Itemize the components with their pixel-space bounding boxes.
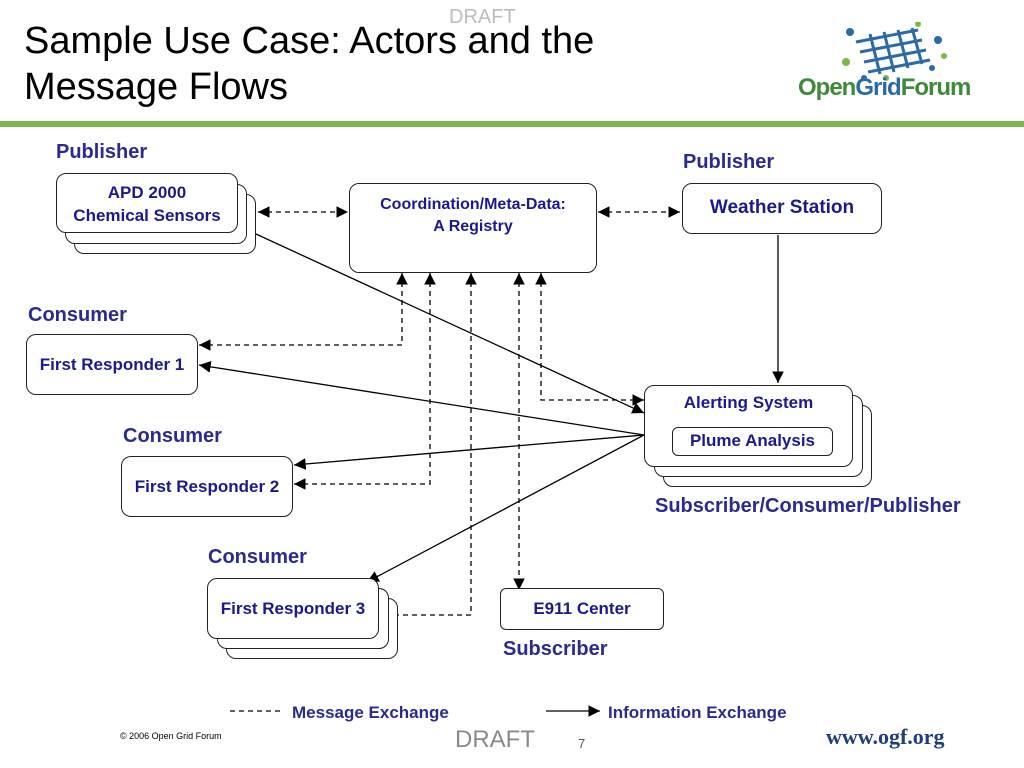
msg-registry-responder1	[199, 273, 408, 351]
legend-message-exchange: Message Exchange	[292, 703, 449, 722]
e911-label: E911 Center	[533, 599, 631, 618]
copyright-notice: © 2006 Open Grid Forum	[120, 731, 222, 741]
msg-registry-alerting	[535, 273, 644, 406]
role-consumer-3: Consumer	[208, 546, 307, 568]
title-line-1: Sample Use Case: Actors and the	[24, 20, 595, 62]
ogf-grid-logo-icon	[842, 22, 947, 81]
registry-label-line-2: A Registry	[433, 218, 513, 235]
plume-analysis-label: Plume Analysis	[689, 431, 816, 450]
weather-station-label: Weather Station	[709, 197, 855, 218]
responder-3-node	[207, 578, 379, 639]
info-alerting-responder3	[366, 434, 645, 583]
role-subscriber: Subscriber	[503, 638, 608, 660]
role-subscriber-consumer-publisher: Subscriber/Consumer/Publisher	[655, 495, 961, 517]
role-consumer-2: Consumer	[123, 425, 222, 447]
registry-node	[349, 183, 597, 273]
weather-station-node	[682, 183, 882, 234]
page-number: 7	[578, 736, 586, 751]
draft-watermark-top: DRAFT	[449, 6, 516, 28]
info-alerting-responder2	[293, 434, 645, 470]
responder-1-node	[26, 334, 198, 395]
role-consumer-1: Consumer	[28, 304, 127, 326]
sensors-label: APD 2000 Chemical Sensors	[56, 181, 238, 227]
info-sensors-alerting	[255, 233, 645, 414]
msg-registry-responder3	[380, 273, 477, 621]
sensors-label-line-2: Chemical Sensors	[73, 206, 221, 225]
responder-1-label: First Responder 1	[39, 355, 185, 374]
sensors-label-line-1: APD 2000	[107, 183, 187, 202]
alerting-label: Alerting System	[683, 393, 814, 412]
sensors-node	[56, 173, 238, 233]
responder-2-node	[121, 456, 293, 517]
legend-information-exchange: Information Exchange	[608, 703, 787, 722]
info-alerting-responder1	[198, 361, 645, 436]
slide-title: Sample Use Case: Actors and the Message …	[24, 18, 594, 110]
website-link[interactable]: www.ogf.org	[826, 724, 945, 749]
title-line-2: Message Flows	[24, 66, 288, 108]
role-publisher-sensors: Publisher	[56, 141, 148, 163]
plume-analysis-node	[672, 427, 833, 456]
role-publisher-weather: Publisher	[683, 151, 775, 173]
registry-label-line-1: Coordination/Meta-Data:	[380, 196, 566, 213]
registry-label: Coordination/Meta-Data: A Registry	[349, 194, 597, 238]
header-divider	[0, 121, 1024, 127]
responder-3-label: First Responder 3	[220, 599, 366, 618]
e911-node	[500, 588, 664, 630]
ogf-logo-text: OpenGridForum	[798, 74, 971, 101]
responder-2-label: First Responder 2	[134, 477, 280, 496]
draft-watermark-bottom: DRAFT	[455, 726, 535, 753]
